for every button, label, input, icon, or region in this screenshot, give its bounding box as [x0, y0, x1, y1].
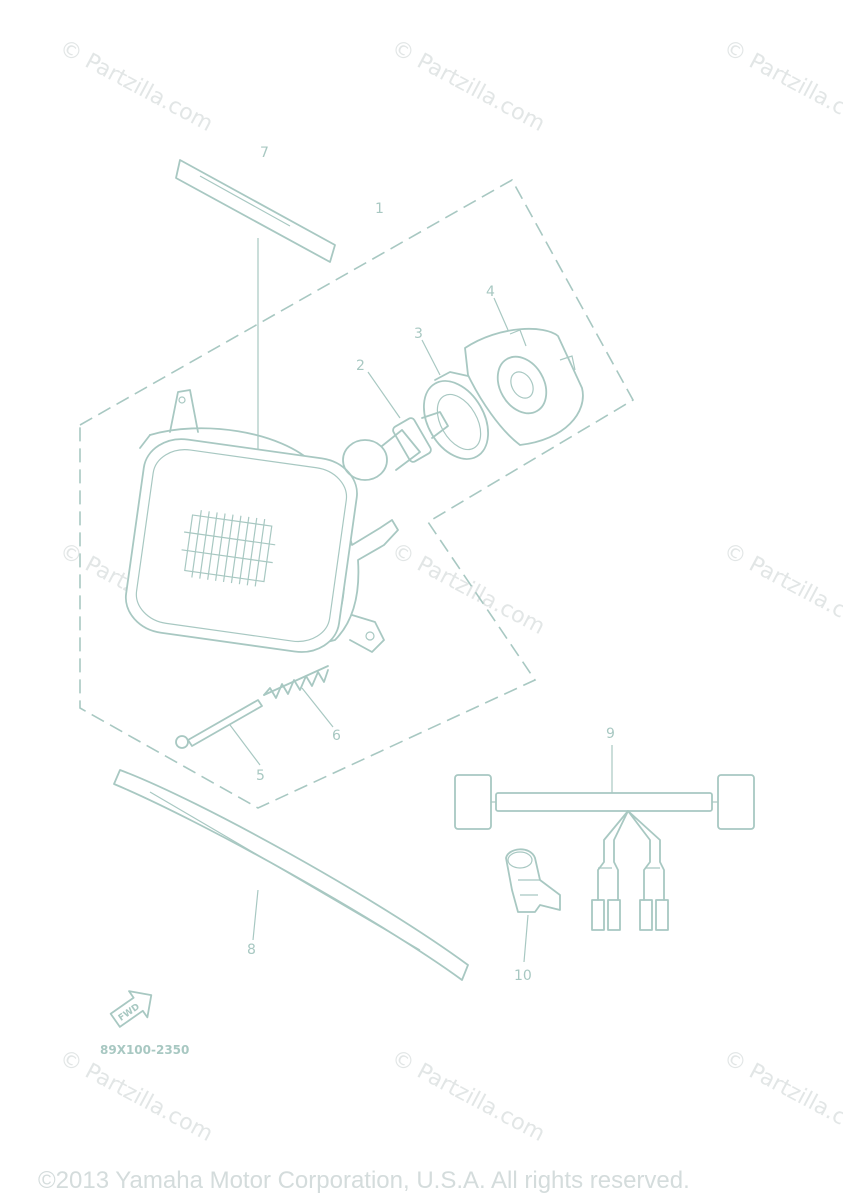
- callout-6: 6: [332, 728, 341, 744]
- watermark: © Partzilla.com: [719, 35, 843, 137]
- copyright-notice: ©2013 Yamaha Motor Corporation, U.S.A. A…: [38, 1167, 690, 1194]
- fwd-arrow-icon: FWD: [109, 990, 153, 1028]
- watermark: © Partzilla.com: [387, 1045, 549, 1147]
- part-3-socket: [423, 371, 489, 460]
- leader-line-4: [493, 297, 509, 331]
- leader-line-3: [421, 339, 441, 376]
- diagram-code: 89X100-2350: [100, 1043, 189, 1057]
- callout-1: 1: [375, 201, 384, 217]
- part-4-cover: [464, 328, 584, 446]
- watermark: © Partzilla.com: [719, 538, 843, 640]
- leader-line-5: [229, 724, 261, 766]
- watermark: © Partzilla.com: [387, 538, 549, 640]
- part-10-clip: [505, 848, 561, 913]
- watermark: © Partzilla.com: [719, 1045, 843, 1147]
- part-7-strip: [175, 159, 336, 263]
- callout-10: 10: [514, 968, 532, 984]
- callout-9: 9: [606, 726, 615, 742]
- leader-line-8: [252, 889, 259, 941]
- callout-7: 7: [260, 145, 269, 161]
- callout-4: 4: [486, 284, 495, 300]
- callout-2: 2: [356, 358, 365, 374]
- watermark: © Partzilla.com: [55, 1045, 217, 1147]
- callout-5: 5: [256, 768, 265, 784]
- watermark: © Partzilla.com: [55, 35, 217, 137]
- callout-3: 3: [414, 326, 423, 342]
- leader-line-6: [301, 687, 334, 728]
- part-1-headlight: [124, 389, 399, 653]
- part-9-harness: [454, 745, 755, 931]
- watermark: © Partzilla.com: [387, 35, 549, 137]
- assembly-boundary: [79, 178, 635, 809]
- part-8-strip: [113, 769, 469, 981]
- part-2-bulb: [342, 411, 449, 481]
- callout-8: 8: [247, 942, 256, 958]
- leader-line-10: [523, 914, 529, 963]
- part-6-spring: [263, 665, 329, 699]
- part-5-screw: [175, 699, 263, 749]
- leader-line-2: [367, 371, 401, 419]
